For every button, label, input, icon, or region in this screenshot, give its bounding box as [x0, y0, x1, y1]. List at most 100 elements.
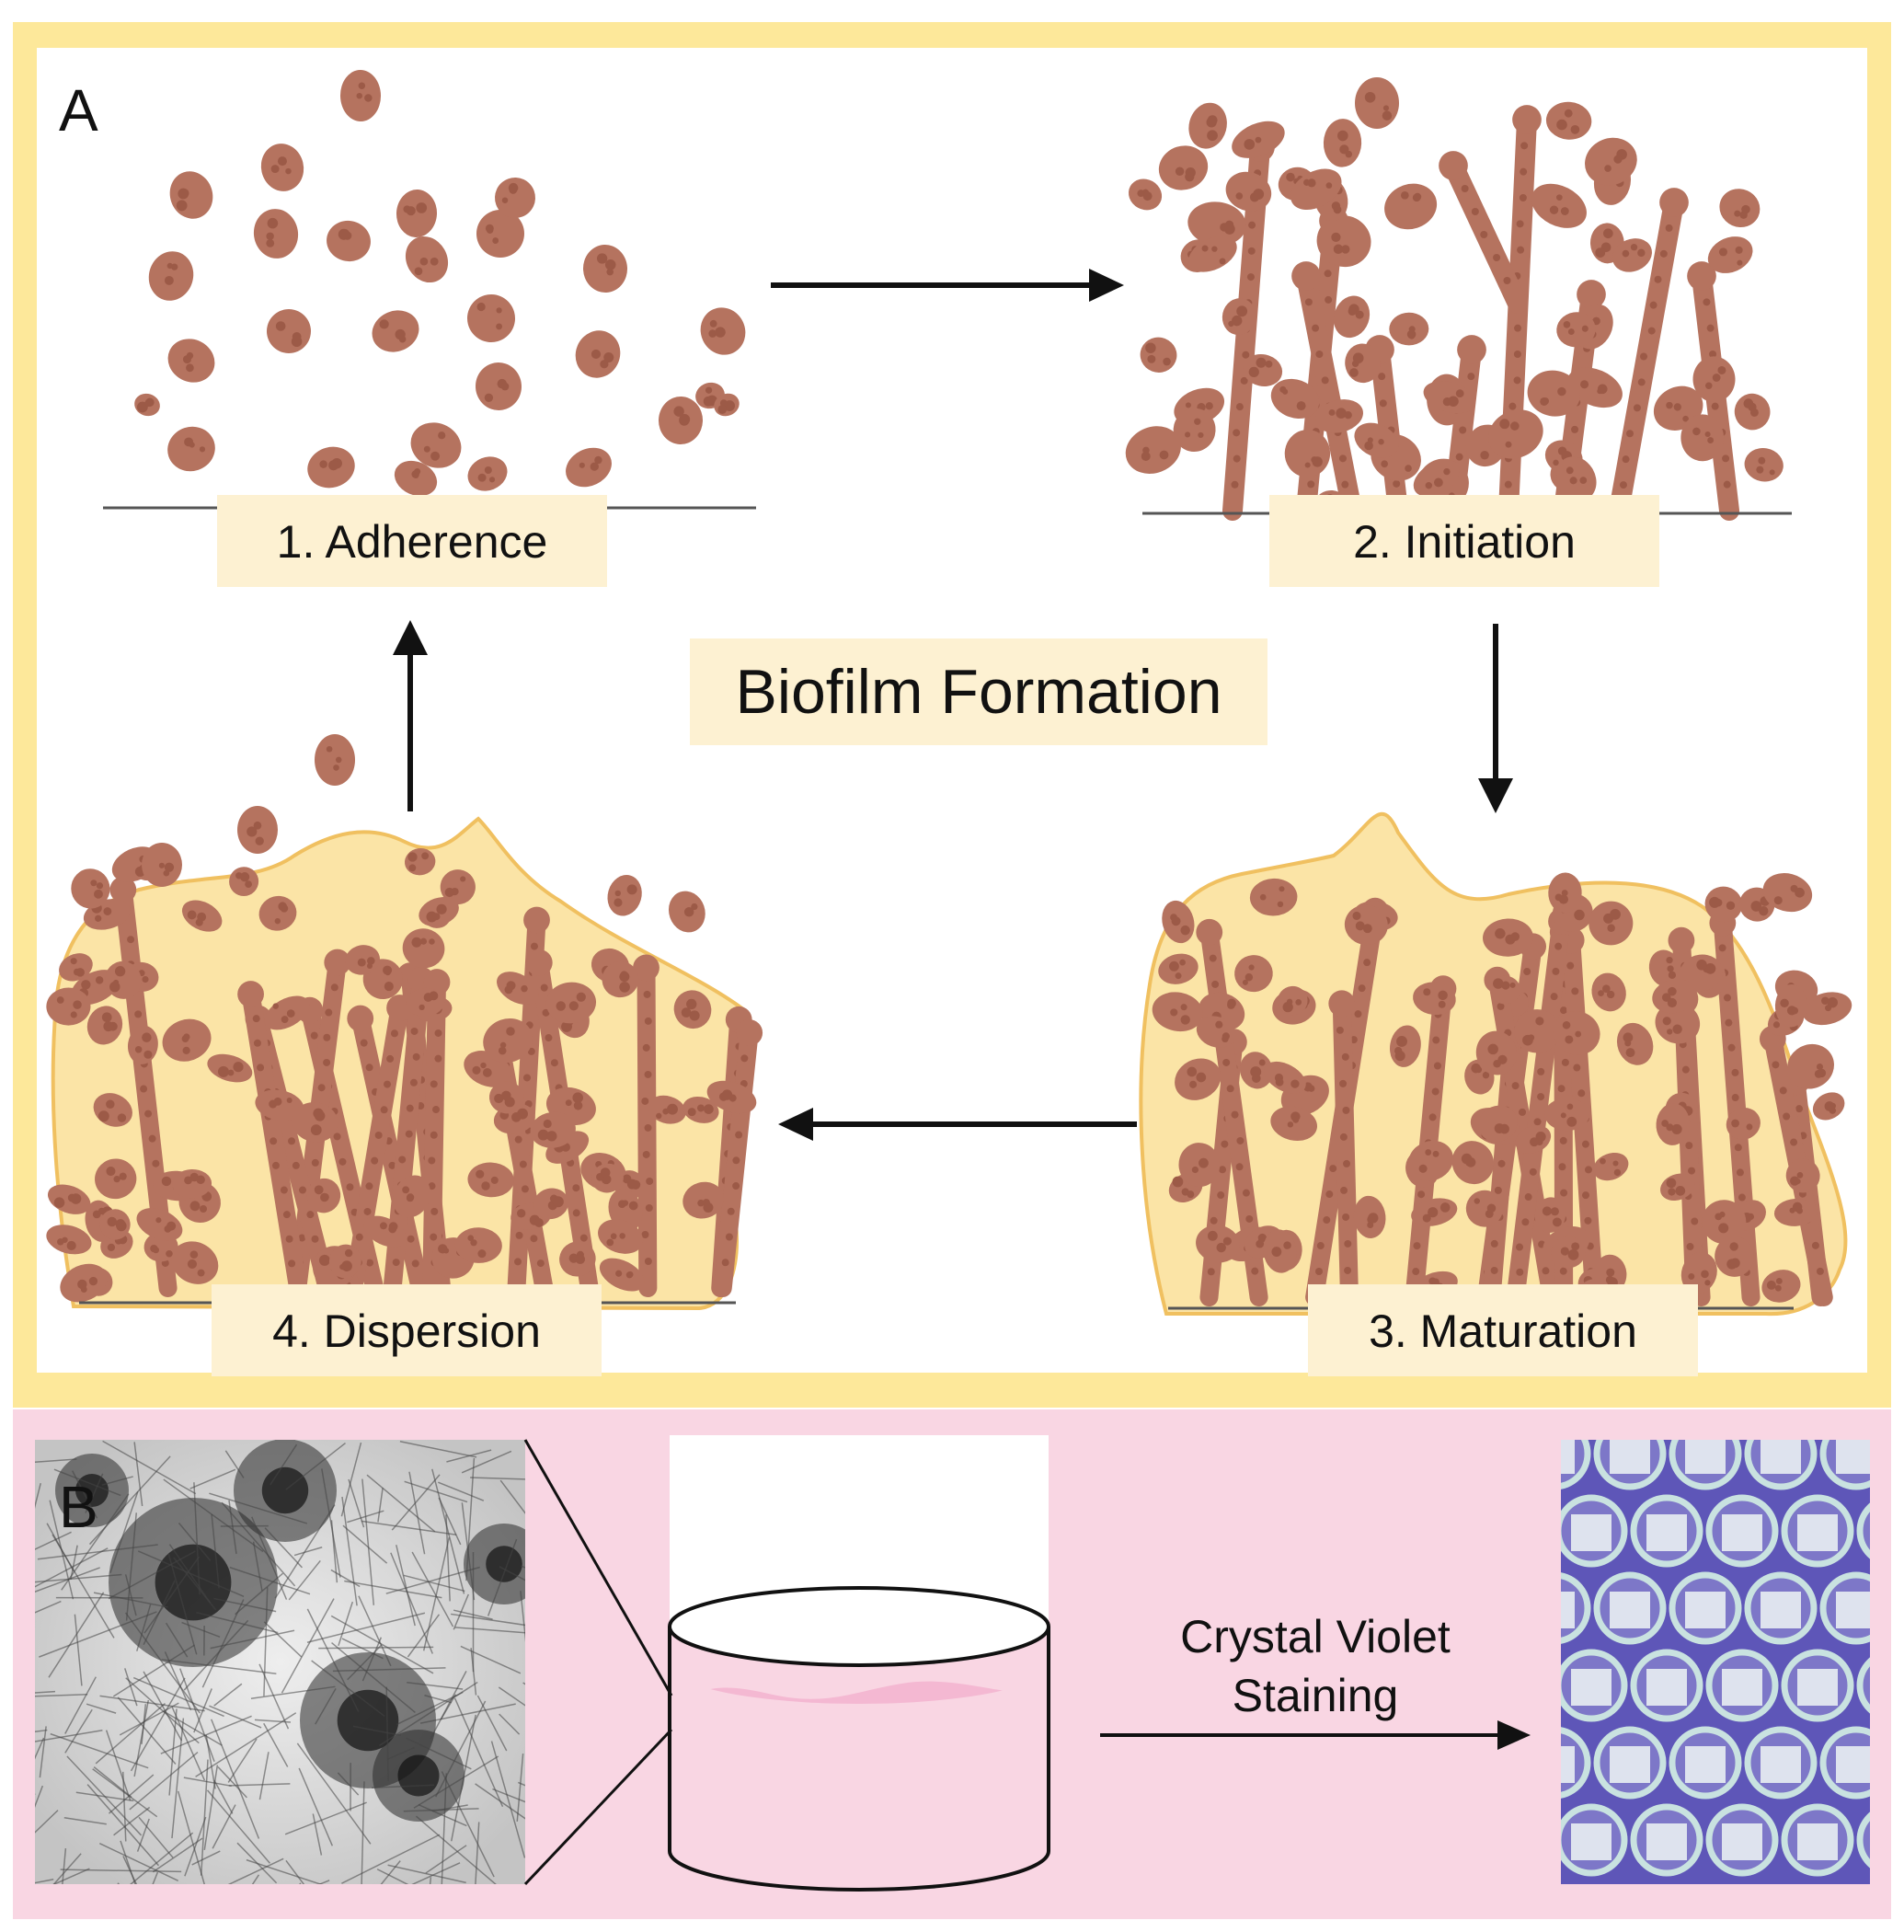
cell-spot	[1423, 988, 1431, 996]
cell-spot	[1137, 190, 1145, 197]
cell-spot	[273, 1097, 282, 1106]
cell-spot	[413, 472, 419, 479]
hypha-spot	[641, 1230, 649, 1238]
cell-spot	[1560, 1112, 1566, 1119]
hypha-spot	[1490, 1266, 1498, 1274]
hypha-spot	[1349, 1036, 1358, 1044]
cell-spot	[1613, 155, 1623, 164]
micrograph-filament	[376, 1869, 409, 1884]
cell-spot	[164, 275, 174, 285]
cell-spot	[1378, 439, 1384, 445]
cell-spot	[1475, 1066, 1483, 1074]
cell-spot	[1704, 1280, 1711, 1286]
cell-spot	[709, 319, 717, 328]
micrograph-filament	[183, 1619, 249, 1691]
cell-spot	[697, 1104, 705, 1112]
cell-spot	[1368, 1213, 1379, 1224]
cell-spot	[142, 1032, 152, 1042]
hypha-spot	[1524, 1193, 1532, 1202]
micrograph-filament	[35, 1458, 77, 1464]
stage-label-text: 2. Initiation	[1353, 516, 1576, 568]
hypha-spot	[644, 1123, 652, 1132]
hypha-spot	[1432, 1036, 1440, 1044]
micrograph-filament	[379, 1681, 478, 1747]
hypha-spot	[1312, 324, 1320, 332]
hypha-spot	[338, 1157, 347, 1166]
cell-spot	[1253, 189, 1265, 200]
micrograph-filament	[160, 1715, 252, 1754]
cell-spot	[1180, 925, 1190, 936]
cell-spot	[1667, 997, 1678, 1008]
cell-spot	[184, 437, 194, 447]
micrograph-filament	[209, 1492, 308, 1524]
cell-spot	[217, 1065, 229, 1077]
micrograph-filament	[167, 1553, 198, 1655]
micrograph-filament	[293, 1547, 323, 1557]
yeast-cell	[1761, 1270, 1801, 1303]
zoom-lines	[523, 1439, 673, 1886]
well-ring	[1593, 1571, 1667, 1645]
cell-spot	[1438, 990, 1448, 1001]
micrograph-filament	[361, 1637, 383, 1682]
well-ring	[1561, 1494, 1628, 1568]
micrograph-filament	[281, 1598, 335, 1694]
hypha-tip	[1291, 261, 1321, 291]
yeast-cell	[327, 220, 371, 262]
cell-spot	[1283, 1241, 1291, 1249]
hypha-spot	[409, 1078, 418, 1087]
cell-spot	[1553, 459, 1559, 466]
cell-spot	[521, 984, 528, 993]
cell-spot	[1258, 1059, 1266, 1066]
micrograph-filament	[498, 1686, 525, 1707]
cell-spot	[1455, 389, 1464, 398]
hypha-spot	[1344, 1239, 1352, 1248]
cell-spot	[687, 1108, 696, 1117]
micrograph-filament	[422, 1537, 450, 1651]
cell-spot	[482, 1068, 492, 1077]
hypha-spot	[1358, 984, 1366, 993]
cell-spot	[1277, 901, 1284, 908]
cell-spot	[1256, 357, 1267, 368]
hypha-spot	[1248, 221, 1256, 229]
hypha-spot	[1577, 1089, 1586, 1098]
micrograph-filament	[251, 1516, 288, 1600]
micrograph-filament	[520, 1591, 525, 1643]
cell-spot	[1731, 1119, 1739, 1128]
cell-spot	[1569, 477, 1577, 485]
cell-spot	[1235, 192, 1244, 200]
hypha-spot	[1207, 1268, 1215, 1276]
cell-spot	[603, 352, 614, 363]
yeast-cell	[1567, 367, 1623, 408]
hypha-spot	[1559, 1267, 1567, 1275]
cell-spot	[436, 903, 447, 914]
micrograph-filament	[438, 1481, 485, 1501]
well-inner	[1761, 1592, 1801, 1628]
cell-spot	[274, 917, 281, 925]
hypha-spot	[1340, 1186, 1348, 1194]
cell-spot	[158, 862, 165, 868]
cell-spot	[1194, 418, 1201, 425]
yeast-cell	[167, 339, 215, 383]
micrograph-filament	[113, 1806, 151, 1836]
micrograph-filament	[211, 1513, 220, 1589]
hypha-spot	[1622, 455, 1630, 464]
micrograph-filament	[347, 1510, 384, 1524]
cell-spot	[1406, 329, 1417, 339]
cell-spot	[310, 1124, 322, 1136]
cell-spot	[614, 898, 623, 907]
cell-spot	[506, 981, 516, 991]
cell-spot	[1345, 150, 1353, 158]
hypha-spot	[1537, 1093, 1545, 1101]
micrograph-filament	[258, 1663, 290, 1730]
cell-spot	[1705, 382, 1713, 389]
hypha-spot	[298, 1234, 306, 1242]
cell-spot	[277, 156, 287, 167]
cell-spot	[1790, 884, 1798, 892]
hypha-spot	[1709, 351, 1717, 358]
micrograph-filament	[125, 1677, 200, 1744]
hypha-spot	[1516, 1268, 1524, 1276]
micrograph-filament	[263, 1722, 289, 1767]
hypha-tip	[1457, 335, 1486, 364]
cell-spot	[1606, 990, 1615, 999]
micrograph-cluster-core	[337, 1689, 399, 1752]
